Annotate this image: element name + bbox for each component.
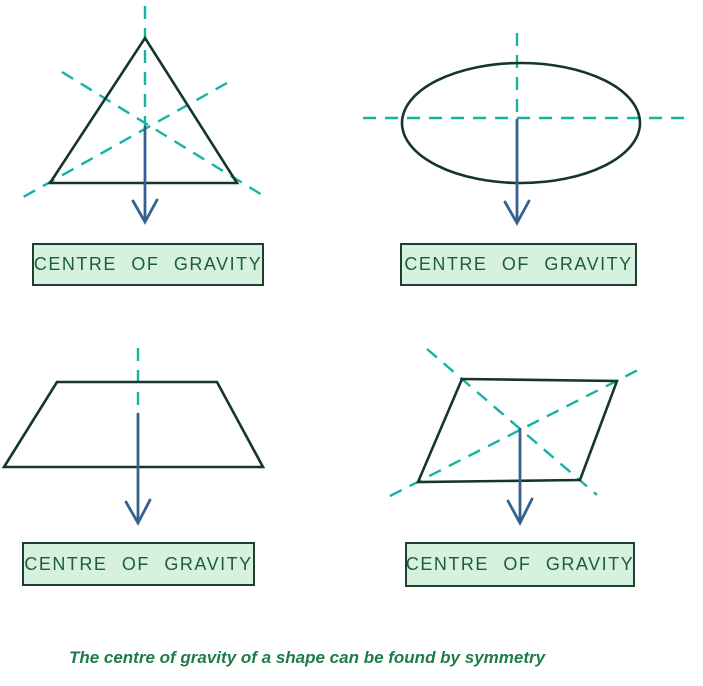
- parallelogram-diagonal-line-2: [389, 367, 641, 498]
- panel-trapezium: [1, 348, 266, 526]
- label-box-triangle: CENTRE OF GRAVITY: [32, 243, 264, 286]
- label-box-ellipse: CENTRE OF GRAVITY: [400, 243, 637, 286]
- triangle-shape: [47, 35, 240, 185]
- gravity-arrowhead-icon: [503, 199, 531, 226]
- panel-triangle: [17, 6, 268, 225]
- trapezium-shape: [1, 380, 266, 469]
- label-text: CENTRE OF GRAVITY: [33, 254, 263, 274]
- gravity-arrowhead-icon: [131, 198, 159, 225]
- panel-ellipse: [363, 33, 685, 226]
- ellipse-shape: [400, 61, 642, 185]
- gravity-arrowhead-icon: [124, 498, 152, 526]
- parallelogram-shape: [416, 377, 619, 484]
- label-box-trapezium: CENTRE OF GRAVITY: [22, 542, 255, 586]
- label-text: CENTRE OF GRAVITY: [404, 254, 633, 274]
- triangle-median-line-left: [61, 70, 268, 200]
- caption: The centre of gravity of a shape can be …: [68, 648, 546, 667]
- panel-parallelogram: [389, 348, 641, 527]
- parallelogram-diagonal-line-1: [426, 348, 598, 496]
- label-text: CENTRE OF GRAVITY: [405, 554, 635, 574]
- label-box-parallelogram: CENTRE OF GRAVITY: [405, 542, 635, 587]
- label-text: CENTRE OF GRAVITY: [24, 553, 253, 574]
- gravity-arrowhead-icon: [506, 497, 534, 527]
